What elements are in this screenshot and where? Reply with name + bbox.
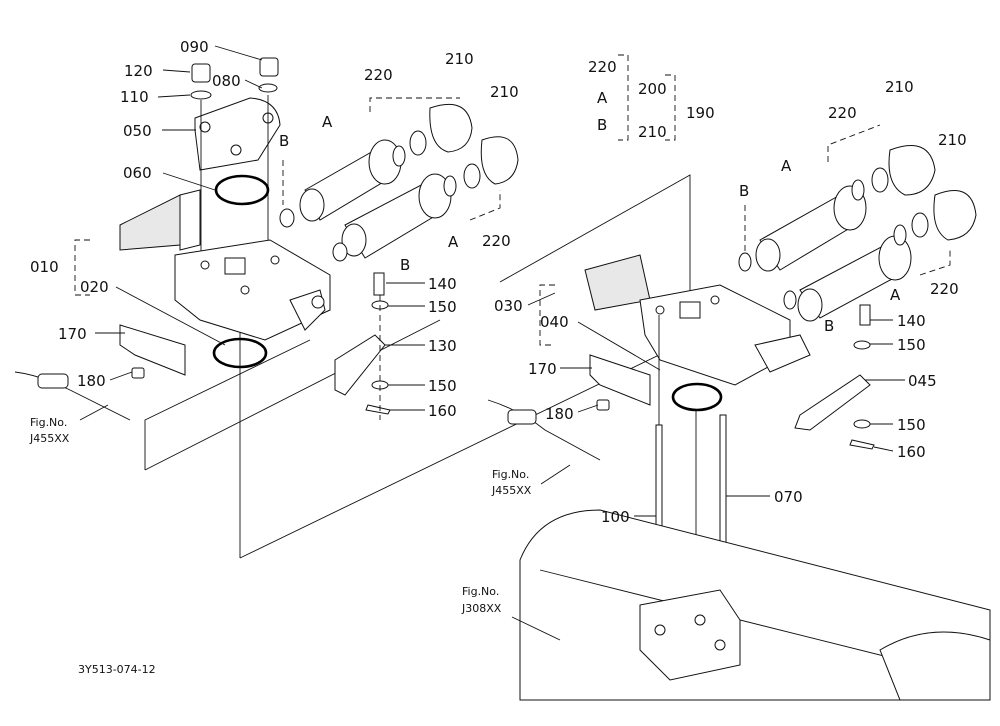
- label-070: 070: [774, 488, 803, 506]
- label-100: 100: [601, 508, 630, 526]
- label-group-210: 210: [638, 123, 667, 141]
- o-ring-020: [212, 337, 268, 369]
- base-housing: [519, 509, 991, 701]
- right-assembly: [487, 54, 991, 701]
- fig-ref-left-code: J455XX: [29, 432, 70, 445]
- fig-ref-base-title: Fig.No.: [462, 585, 499, 598]
- label-040: 040: [540, 313, 569, 331]
- label-010: 010: [30, 258, 59, 276]
- label-140-left: 140: [428, 275, 457, 293]
- label-150-left-2: 150: [428, 377, 457, 395]
- label-140-right: 140: [897, 312, 926, 330]
- label-220-left-bottom: 220: [482, 232, 511, 250]
- label-b-left-1: B: [279, 132, 289, 150]
- o-ring-040: [671, 382, 723, 412]
- label-150-right-1: 150: [897, 336, 926, 354]
- label-210-right-2: 210: [938, 131, 967, 149]
- label-220-right-bottom: 220: [930, 280, 959, 298]
- label-170-right: 170: [528, 360, 557, 378]
- label-group-b: B: [597, 116, 607, 134]
- cap-050: [194, 97, 281, 171]
- drawing-code: 3Y513-074-12: [78, 663, 156, 676]
- left-assembly: [14, 45, 691, 559]
- label-090: 090: [180, 38, 209, 56]
- label-a-left-1: A: [322, 113, 333, 131]
- spool-a-lower: [341, 173, 452, 259]
- label-group-220: 220: [588, 58, 617, 76]
- label-120: 120: [124, 62, 153, 80]
- valve-body-010: [119, 189, 331, 341]
- label-150-right-2: 150: [897, 416, 926, 434]
- label-170-left: 170: [58, 325, 87, 343]
- label-130: 130: [428, 337, 457, 355]
- label-210-left-1: 210: [445, 50, 474, 68]
- label-045: 045: [908, 372, 937, 390]
- label-210-left-2: 210: [490, 83, 519, 101]
- fig-ref-base-code: J308XX: [461, 602, 502, 615]
- label-060: 060: [123, 164, 152, 182]
- label-180-left: 180: [77, 372, 106, 390]
- label-050: 050: [123, 122, 152, 140]
- label-group-200: 200: [638, 80, 667, 98]
- label-a-right-2: A: [890, 286, 901, 304]
- label-a-right-1: A: [781, 157, 792, 175]
- label-a-left-2: A: [448, 233, 459, 251]
- fig-ref-right-title: Fig.No.: [492, 468, 529, 481]
- fig-ref-left-title: Fig.No.: [30, 416, 67, 429]
- fig-ref-right-code: J455XX: [491, 484, 532, 497]
- label-180-right: 180: [545, 405, 574, 423]
- o-ring-060: [214, 174, 270, 206]
- label-group-190: 190: [686, 104, 715, 122]
- label-080: 080: [212, 72, 241, 90]
- valve-body-030: [584, 254, 811, 386]
- label-030: 030: [494, 297, 523, 315]
- label-020: 020: [80, 278, 109, 296]
- label-b-right-2: B: [824, 317, 834, 335]
- label-160-left: 160: [428, 402, 457, 420]
- label-b-left-2: B: [400, 256, 410, 274]
- label-220-right-top: 220: [828, 104, 857, 122]
- label-160-right: 160: [897, 443, 926, 461]
- label-110: 110: [120, 88, 149, 106]
- label-220-left-top: 220: [364, 66, 393, 84]
- label-group-a: A: [597, 89, 608, 107]
- label-b-right-1: B: [739, 182, 749, 200]
- label-210-right-1: 210: [885, 78, 914, 96]
- part-labels: 090 120 080 110 050 060 010 020 170 180 …: [29, 38, 967, 676]
- label-150-left-1: 150: [428, 298, 457, 316]
